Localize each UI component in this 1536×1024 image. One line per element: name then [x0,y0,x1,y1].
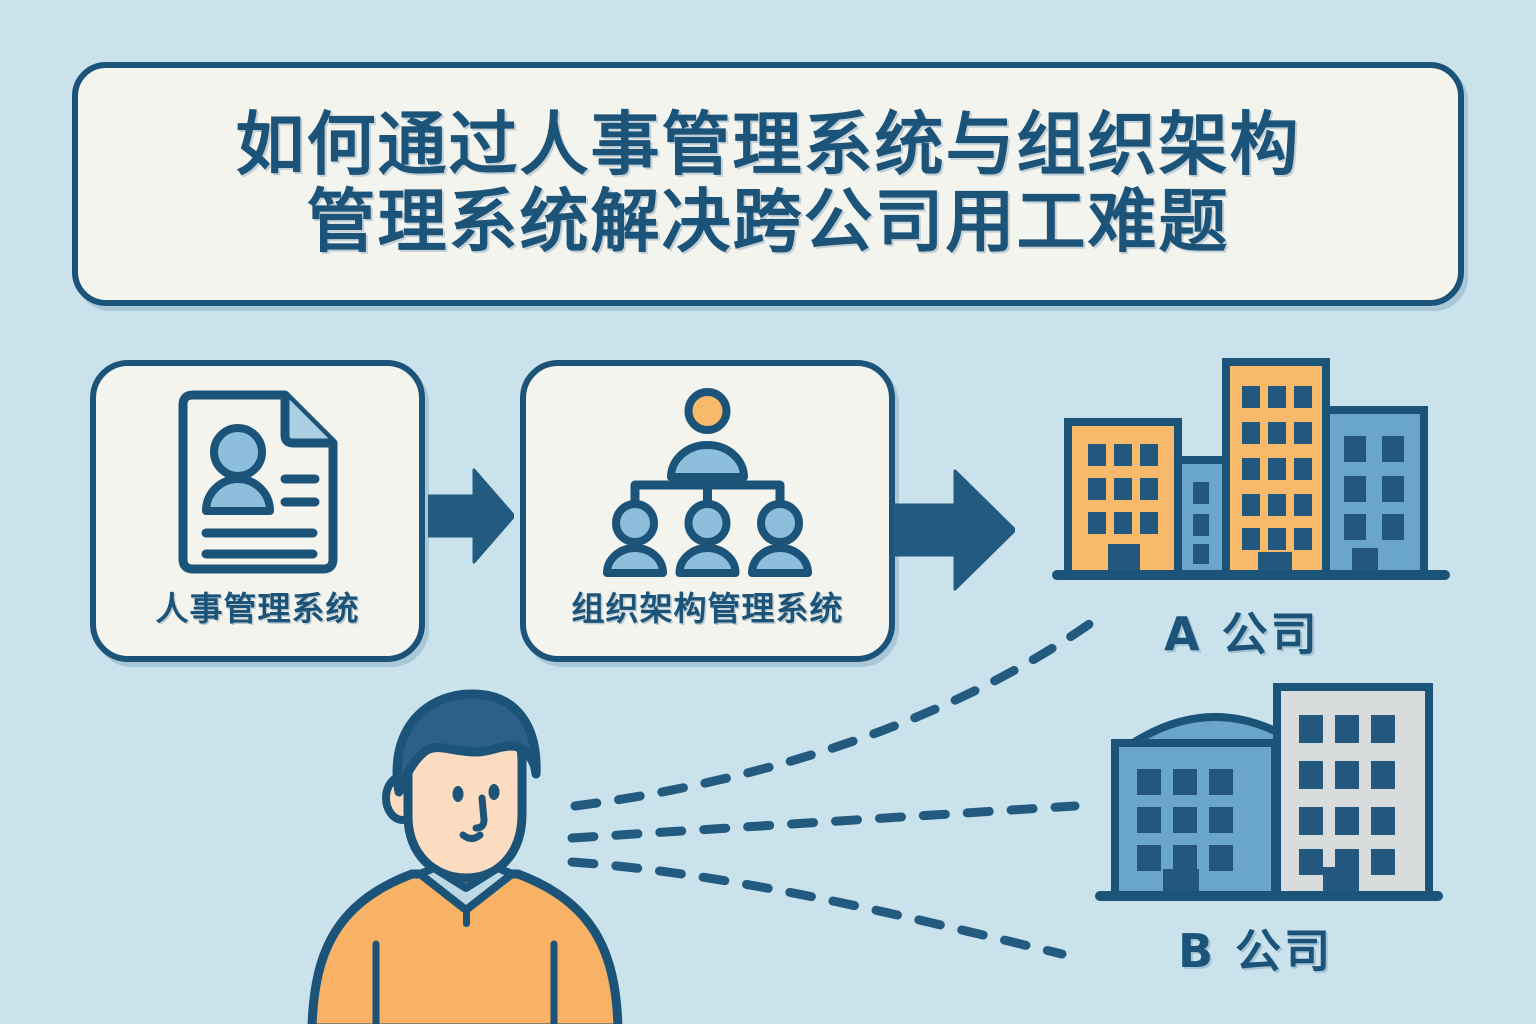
arrow-right-icon [426,468,516,564]
arrow-right-icon [891,469,1017,591]
company-b-buildings [1075,665,1455,919]
building-cluster-a-icon [1052,358,1450,580]
card-hr-system[interactable]: 人事管理系统 [90,360,425,662]
arrow-org-to-companies [891,463,1017,601]
building-cluster-b-icon [1095,683,1443,901]
card-org-icon-wrap [526,366,889,582]
company-b-label: B 公司 [1178,924,1334,978]
title-line-1: 如何通过人事管理系统与组织架构 [235,104,1301,185]
company-a-buildings [1048,352,1468,601]
person-illustration [300,688,630,1024]
card-org-system[interactable]: 组织架构管理系统 [520,360,895,662]
card-org-label: 组织架构管理系统 [571,589,844,628]
document-person-icon [178,390,337,574]
company-a-label: A 公司 [1164,607,1320,661]
card-hr-icon-wrap [96,366,419,582]
title-banner: 如何通过人事管理系统与组织架构 管理系统解决跨公司用工难题 [72,62,1464,306]
arrow-hr-to-org [426,462,516,574]
person-portrait-icon [307,689,623,1024]
card-hr-label: 人事管理系统 [155,589,360,628]
org-chart-icon [603,388,812,577]
title-line-2: 管理系统解决跨公司用工难题 [306,182,1230,262]
